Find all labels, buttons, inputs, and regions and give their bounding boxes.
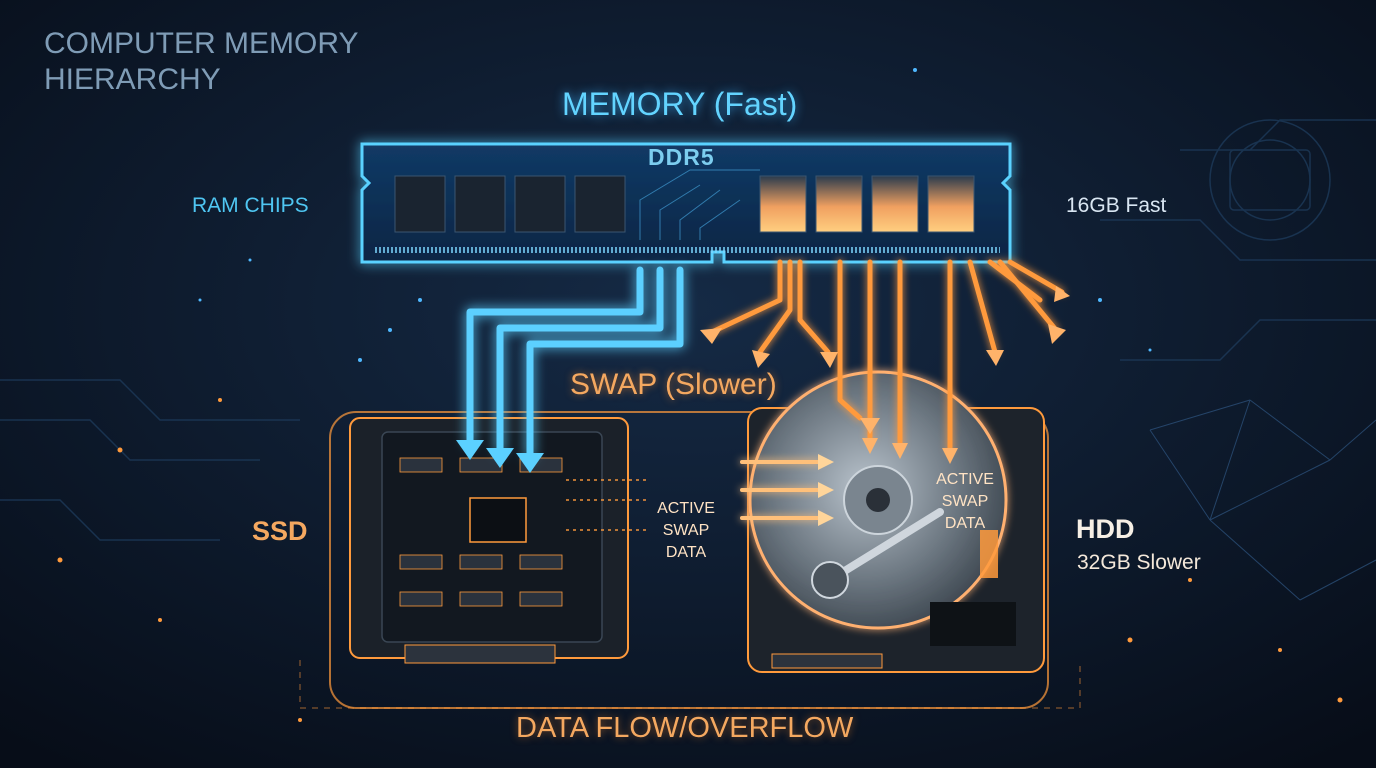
swap-data-streams: [566, 479, 650, 531]
ram-capacity-label: 16GB Fast: [1066, 194, 1167, 217]
memory-title: MEMORY (Fast): [562, 86, 798, 122]
ram-chip-active: [871, 175, 919, 233]
ram-chip-active: [927, 175, 975, 233]
ram-chip-active: [759, 175, 807, 233]
hdd-capacity-label: 32GB Slower: [1077, 551, 1201, 574]
ssd-controller: [469, 497, 527, 543]
memory-to-ssd-arrowheads: [456, 440, 544, 473]
circuit-traces: [0, 119, 1376, 541]
swap-transfer-arrowheads: [818, 454, 834, 526]
ram-chip: [454, 175, 506, 233]
ram-chip: [394, 175, 446, 233]
data-flow-label: DATA FLOW/OVERFLOW: [516, 712, 854, 744]
ssd-drive: [349, 417, 629, 664]
ram-chip: [574, 175, 626, 233]
ddr5-label: DDR5: [648, 144, 715, 170]
active-swap-label-ssd: ACTIVE SWAP DATA: [657, 500, 715, 561]
overflow-arrowheads: [700, 286, 1070, 464]
memory-overflow-arrows: [709, 259, 1065, 453]
ram-chips-label: RAM CHIPS: [192, 194, 309, 217]
particles: [57, 68, 1343, 722]
memory-to-ssd-arrows: [466, 266, 684, 459]
network-mesh: [1149, 399, 1376, 601]
active-swap-label-hdd: ACTIVE SWAP DATA: [936, 471, 994, 532]
swap-title: SWAP (Slower): [570, 368, 777, 401]
swap-transfer-arrows: [740, 460, 820, 520]
ssd-label: SSD: [252, 516, 308, 546]
hdd-actuator-arm: [826, 508, 944, 584]
ram-chip: [514, 175, 566, 233]
ram-module: [360, 142, 1012, 264]
hdd-drive: [747, 370, 1045, 673]
ram-traces: [639, 169, 760, 240]
flow-bracket: [299, 660, 1081, 709]
page-title: COMPUTER MEMORY HIERARCHY: [44, 27, 358, 96]
hdd-label: HDD: [1076, 514, 1135, 544]
ram-chip-active: [815, 175, 863, 233]
